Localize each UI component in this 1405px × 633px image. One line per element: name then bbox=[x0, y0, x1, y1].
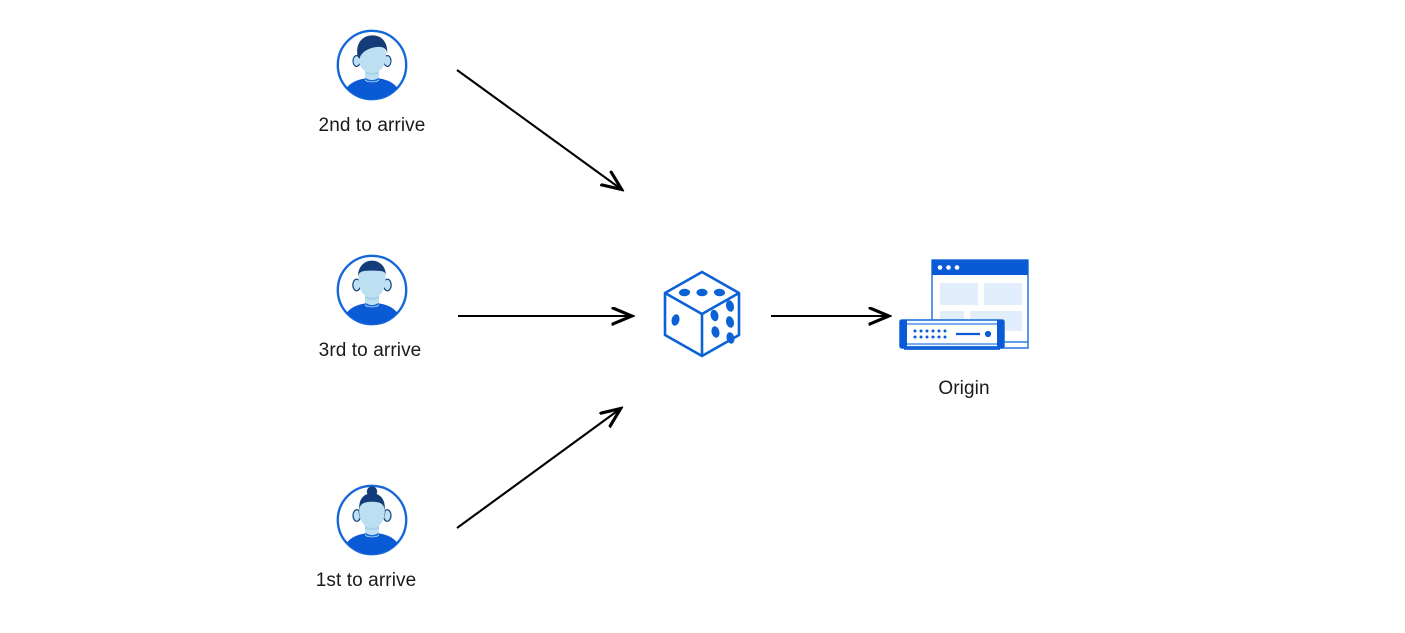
client-label-middle: 3rd to arrive bbox=[318, 340, 422, 361]
origin-node: Origin bbox=[896, 254, 1036, 399]
arrow-client-bottom-to-dice bbox=[456, 409, 620, 529]
user-avatar-icon bbox=[336, 254, 408, 326]
user-avatar-icon bbox=[336, 484, 408, 556]
dice-icon bbox=[663, 270, 741, 358]
user-avatar-icon bbox=[336, 29, 408, 101]
client-label-top: 2nd to arrive bbox=[318, 115, 426, 136]
dice-node bbox=[660, 268, 744, 365]
client-label-bottom: 1st to arrive bbox=[315, 570, 417, 591]
origin-server-icon bbox=[899, 259, 1029, 350]
origin-label: Origin bbox=[938, 378, 990, 399]
server-device-icon bbox=[899, 319, 1005, 350]
